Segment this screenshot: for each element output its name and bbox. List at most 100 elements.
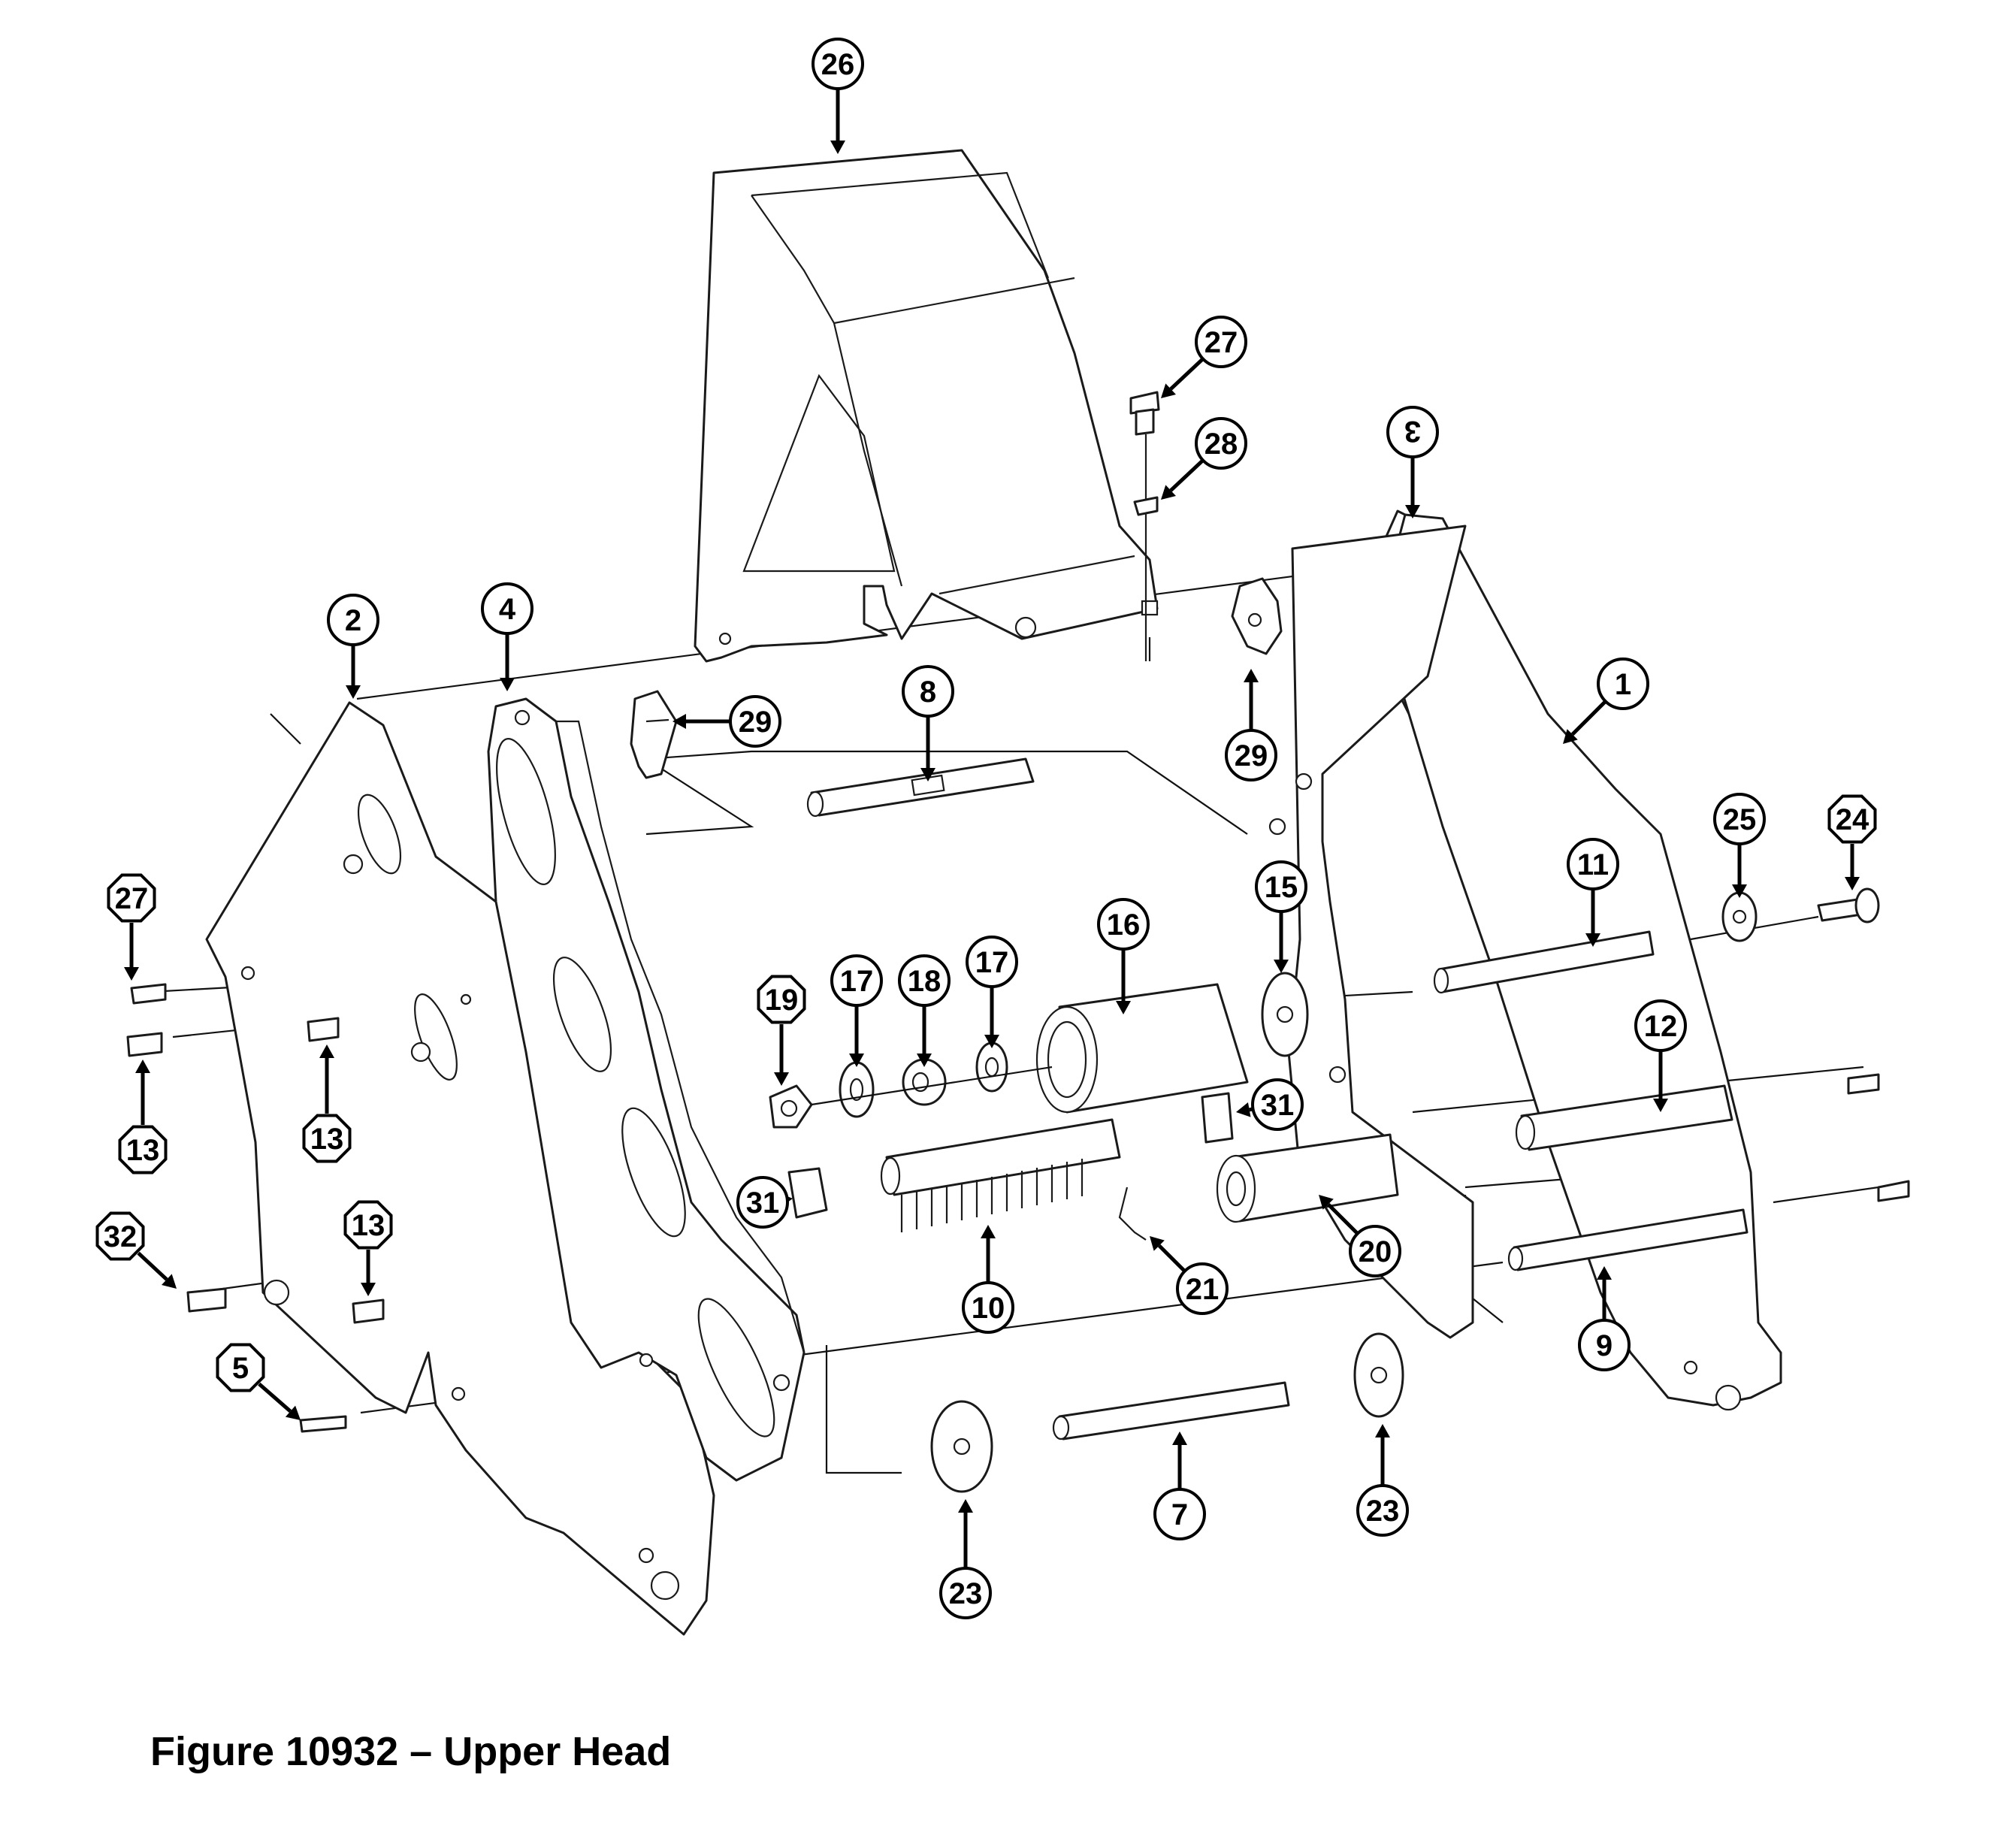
callout-28: 28 — [1161, 417, 1247, 500]
callout-leader — [1570, 700, 1607, 736]
callout-21: 21 — [1150, 1236, 1229, 1315]
callout-arrowhead — [1375, 1424, 1390, 1437]
callout-arrowhead — [1274, 960, 1289, 973]
callout-31: 31 — [736, 1176, 793, 1229]
callout-bubble — [1255, 860, 1307, 913]
callout-arrowhead — [917, 1054, 932, 1067]
callout-arrowhead — [1236, 1102, 1251, 1117]
callout-leader — [1157, 1244, 1186, 1273]
callout-bubble — [481, 582, 533, 635]
callout-1: 1 — [1563, 658, 1649, 744]
callout-26: 26 — [812, 38, 864, 154]
callout-bubble — [107, 873, 156, 923]
callout-bubble — [736, 1176, 789, 1229]
callout-3: 3 — [1386, 406, 1439, 518]
callout-number: 25 — [1723, 803, 1757, 836]
callout-27: 27 — [1161, 316, 1247, 398]
callout-17: 17 — [966, 936, 1018, 1048]
callout-18: 18 — [898, 954, 951, 1067]
callout-11: 11 — [1567, 838, 1619, 947]
callout-number: 8 — [920, 676, 936, 709]
callout-bubble — [898, 954, 951, 1007]
callout-arrowhead — [958, 1499, 973, 1513]
washer-part-15 — [1261, 972, 1309, 1057]
callout-number: 9 — [1596, 1329, 1612, 1362]
callout-bubble — [729, 695, 781, 748]
callout-13: 13 — [343, 1200, 393, 1296]
callout-leader — [1169, 357, 1204, 391]
bushing-part-31-right — [1201, 1092, 1234, 1144]
callout-32: 32 — [95, 1211, 177, 1289]
callout-bubble — [1827, 794, 1877, 844]
callout-number: 13 — [352, 1209, 385, 1242]
callout-arrowhead — [500, 678, 515, 691]
callout-bubble — [1225, 729, 1277, 781]
callout-bubble — [1567, 838, 1619, 890]
callout-13: 13 — [118, 1060, 168, 1174]
callout-number: 31 — [746, 1187, 780, 1220]
callout-number: 19 — [765, 984, 799, 1017]
callout-leader — [1169, 458, 1204, 492]
callout-number: 31 — [1261, 1089, 1295, 1122]
callout-number: 28 — [1204, 428, 1238, 461]
callout-number: 24 — [1836, 803, 1869, 836]
callout-bubble — [343, 1200, 393, 1250]
callout-number: 12 — [1644, 1010, 1678, 1043]
callout-20: 20 — [1319, 1195, 1401, 1277]
block-part-29-right — [1231, 577, 1283, 655]
callout-bubble — [1597, 658, 1649, 710]
callout-bubble — [1349, 1225, 1401, 1277]
callout-15: 15 — [1255, 860, 1307, 973]
callout-arrowhead — [920, 768, 935, 781]
block-part-29-left — [630, 690, 678, 779]
callout-8: 8 — [902, 665, 954, 781]
callout-number: 5 — [232, 1352, 249, 1385]
callout-number: 1 — [1615, 668, 1631, 701]
callout-number: 4 — [499, 593, 516, 626]
callout-number: 17 — [840, 965, 874, 998]
callout-number: 27 — [115, 882, 149, 915]
callout-number: 13 — [126, 1134, 160, 1167]
spring-part-21 — [1118, 1187, 1147, 1241]
screw-part-27-left — [130, 983, 167, 1005]
callout-7: 7 — [1153, 1431, 1206, 1540]
callout-number: 3 — [1404, 415, 1421, 448]
bolt-right-mid — [1847, 1073, 1880, 1095]
callout-bubble — [1634, 999, 1687, 1052]
bolt-right-low — [1877, 1180, 1910, 1202]
callout-bubble — [1356, 1484, 1409, 1537]
callout-bubble — [327, 594, 379, 646]
washer-part-25 — [1721, 891, 1758, 942]
callout-arrowhead — [849, 1054, 864, 1067]
callout-2: 2 — [327, 594, 379, 699]
washer-part-17-a — [839, 1061, 875, 1118]
screw-part-27-top — [1129, 391, 1160, 661]
screw-part-32 — [186, 1287, 227, 1313]
callout-arrowhead — [361, 1283, 376, 1296]
callout-arrowhead — [1597, 1266, 1612, 1280]
callout-bubble — [216, 1343, 265, 1392]
callout-29: 29 — [1225, 669, 1277, 781]
callout-leader — [258, 1382, 292, 1413]
bolt-part-24 — [1817, 887, 1880, 924]
callout-bubble — [830, 954, 883, 1007]
callout-arrowhead — [1405, 505, 1420, 518]
callout-bubble — [757, 975, 806, 1024]
callout-number: 32 — [104, 1220, 138, 1253]
callout-arrowhead — [1150, 1236, 1165, 1251]
callout-31: 31 — [1236, 1078, 1304, 1131]
callout-19: 19 — [757, 975, 806, 1086]
callout-13: 13 — [302, 1044, 352, 1163]
callout-arrowhead — [981, 1225, 996, 1238]
callout-arrowhead — [319, 1044, 334, 1058]
clip-part-28 — [1133, 496, 1159, 516]
callout-23: 23 — [939, 1499, 992, 1619]
callout-arrowhead — [673, 714, 686, 729]
callout-17: 17 — [830, 954, 883, 1067]
callout-arrowhead — [346, 685, 361, 699]
callout-number: 10 — [972, 1292, 1005, 1325]
washer-part-23-left — [930, 1400, 993, 1493]
roller-part-16 — [1035, 983, 1249, 1114]
